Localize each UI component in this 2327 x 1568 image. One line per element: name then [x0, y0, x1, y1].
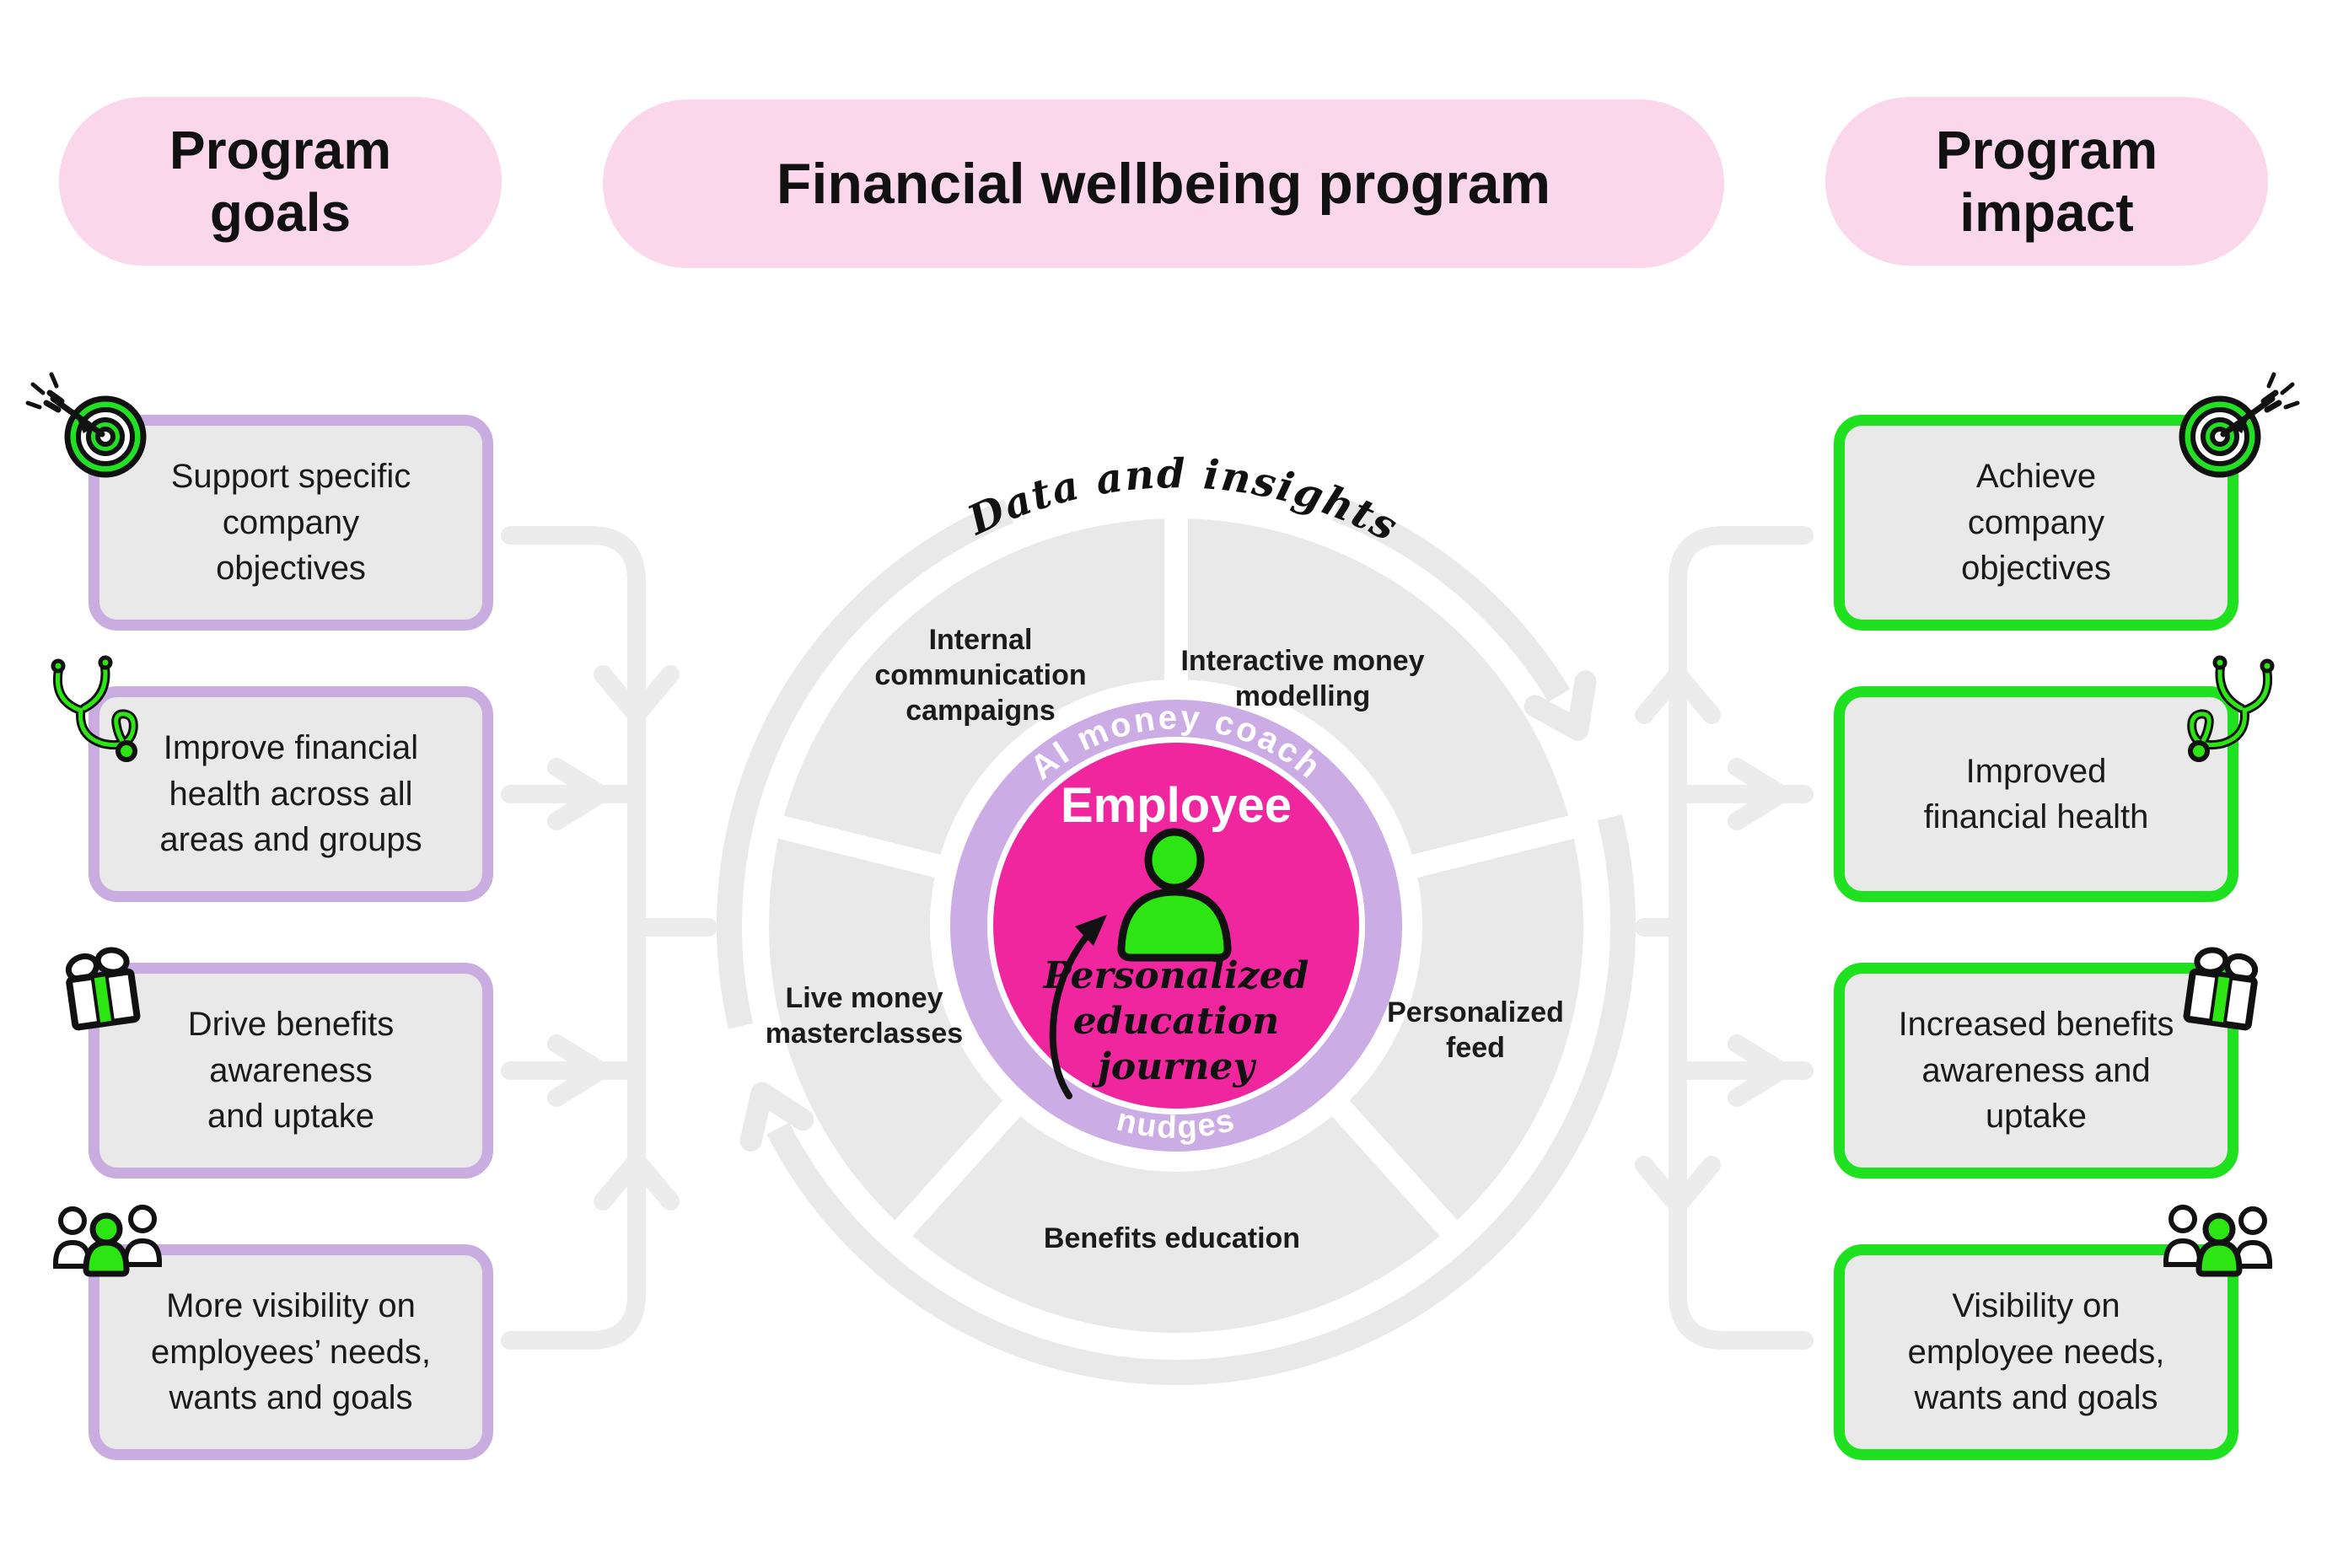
cycle-arrowhead [739, 1082, 814, 1152]
ai-coach-ring [950, 700, 1402, 1152]
impact-card-financial-health: Improved financial health [1834, 686, 2238, 902]
cycle-arc [717, 499, 1014, 1029]
employee-circle [993, 743, 1359, 1109]
program-title-pill: Financial wellbeing program [603, 99, 1724, 268]
chevron-down-icon [594, 665, 680, 724]
employee-title: Employee [1061, 778, 1292, 833]
impact-card-visibility: Visibility on employee needs, wants and … [1834, 1244, 2238, 1460]
cycle-arc [1331, 497, 1571, 702]
personalized-journey-line2: education [1073, 1000, 1279, 1043]
goal-card-benefits-awareness: Drive benefits awareness and uptake [89, 963, 493, 1179]
data-and-insights-text: Data and insights [959, 450, 1405, 551]
program-goals-pill: Program goals [59, 97, 502, 266]
impact-card-benefits-awareness: Increased benefits awareness and uptake [1834, 963, 2238, 1179]
ai-money-coach-text: AI money coach [1024, 699, 1326, 787]
cycle-arc [766, 814, 1636, 1385]
wheel-segment [783, 518, 1164, 855]
nudges-label: nudges [1113, 1102, 1239, 1146]
nudges-text: nudges [1113, 1102, 1238, 1146]
wheel-segment-label: Benefits education [1044, 1222, 1300, 1254]
wheel-cycle-ring [717, 497, 1636, 1385]
wheel-segment [1188, 518, 1569, 855]
personalized-journey-line3: journey [1091, 1045, 1257, 1088]
chevron-up-icon [594, 1152, 680, 1211]
impact-connector-tree [1635, 526, 1814, 1350]
cycle-arrowhead [1524, 670, 1597, 741]
chevron-up-icon [1635, 665, 1721, 724]
data-and-insights-label: Data and insights [959, 450, 1406, 551]
program-impact-pill: Program impact [1825, 97, 2268, 266]
goal-card-financial-health: Improve financial health across all area… [89, 686, 493, 902]
chevron-down-icon [1635, 1156, 1721, 1215]
wheel-segment [912, 1116, 1440, 1334]
goal-card-visibility: More visibility on employees’ needs, wan… [89, 1244, 493, 1460]
curved-arrow-icon [1049, 915, 1107, 1099]
goal-card-support-objectives: Support specific company objectives [89, 415, 493, 631]
wheel-segments [769, 518, 1583, 1334]
ai-money-coach-label: AI money coach [1024, 699, 1329, 787]
wheel-segment [769, 838, 1003, 1221]
wheel-segment [1349, 838, 1583, 1221]
ring-inner-gap [987, 737, 1365, 1114]
personalized-journey-line1: Personalized [1042, 954, 1309, 997]
goals-connector-tree [501, 526, 717, 1350]
person-icon [1117, 828, 1232, 962]
impact-card-achieve-objectives: Achieve company objectives [1834, 415, 2238, 631]
